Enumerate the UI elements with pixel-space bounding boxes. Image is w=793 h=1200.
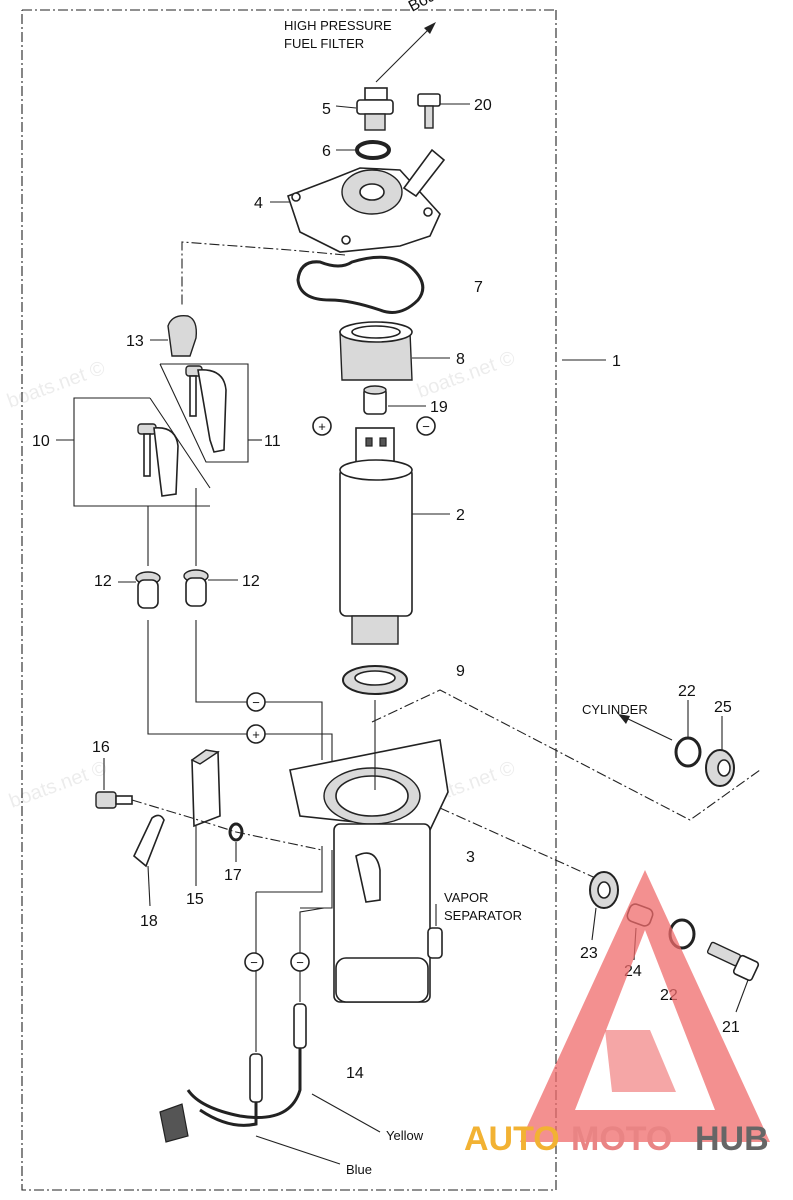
- destination-arrowhead: [424, 22, 436, 34]
- label-part-18: 18: [140, 913, 158, 930]
- label-part-6: 6: [322, 143, 331, 160]
- label-part-22a: 22: [678, 683, 696, 700]
- part-10-harness: [137, 423, 179, 497]
- label-part-8: 8: [456, 351, 465, 368]
- polarity-minus-c: [244, 952, 264, 972]
- bracket-diagonal: [149, 397, 211, 489]
- label-part-25: 25: [714, 699, 732, 716]
- part-8-housing: [339, 321, 413, 381]
- label-cylinder: CYLINDER: [582, 702, 648, 717]
- label-vapor-2: SEPARATOR: [444, 908, 522, 923]
- polarity-minus-b-text: −: [252, 695, 260, 710]
- polarity-minus-a: [416, 416, 436, 436]
- part-6-oring: [355, 140, 391, 160]
- polarity-minus-a-text: −: [422, 419, 430, 434]
- label-part-20: 20: [474, 97, 492, 114]
- label-wire-blue: Blue: [346, 1162, 372, 1177]
- label-part-5: 5: [322, 101, 331, 118]
- logo-text-hub: HUB: [695, 1120, 769, 1158]
- part-23-grommet: [589, 871, 619, 909]
- part-12a-connector: [135, 571, 161, 609]
- part-7-gasket: [296, 255, 425, 314]
- diagram-frame: [21, 10, 557, 1191]
- label-part-7: 7: [474, 279, 483, 296]
- part-4-cover: [286, 148, 446, 253]
- logo-text-moto: MOTO: [571, 1120, 672, 1158]
- leader-yellow: [311, 1093, 381, 1133]
- header-cut-text: Boa: [406, 0, 439, 16]
- label-part-21: 21: [722, 1019, 740, 1036]
- part-11-harness: [185, 365, 227, 453]
- part-14-harness: [159, 1003, 307, 1143]
- bracket-10: [73, 397, 210, 507]
- part-5-fitting: [356, 87, 394, 131]
- logo-text-auto: AUTO: [464, 1120, 560, 1158]
- destination-line1: HIGH PRESSURE: [284, 18, 392, 33]
- polarity-plus-b: [246, 724, 266, 744]
- wire-route-plus: [147, 620, 333, 770]
- polarity-minus-d-text: −: [296, 955, 304, 970]
- part-12b-connector: [183, 569, 209, 607]
- label-part-13: 13: [126, 333, 144, 350]
- polarity-minus-d: [290, 952, 310, 972]
- part-20-bolt: [417, 93, 441, 129]
- part-16-bolt: [95, 791, 133, 809]
- destination-arrow: [375, 25, 433, 83]
- polarity-minus-c-text: −: [250, 955, 258, 970]
- part-21-bolt: [706, 941, 760, 982]
- label-part-12b: 12: [242, 573, 260, 590]
- label-part-12a: 12: [94, 573, 112, 590]
- watermark-1: boats.net ©: [4, 357, 108, 413]
- label-part-3: 3: [466, 849, 475, 866]
- polarity-minus-b: [246, 692, 266, 712]
- label-part-4: 4: [254, 195, 263, 212]
- part-15-bracket: [190, 749, 221, 828]
- logo-inner-mark: [605, 1030, 676, 1092]
- cylinder-arrow: [621, 715, 673, 741]
- leader-16-17: [131, 799, 323, 851]
- leader-18: [147, 865, 151, 907]
- part-13-clip: [167, 315, 198, 357]
- watermark-2: boats.net ©: [414, 347, 518, 403]
- label-part-11: 11: [264, 433, 281, 450]
- leader-cylinder: [371, 689, 761, 821]
- leader-21: [735, 979, 749, 1013]
- wire-14-route-a: [256, 846, 323, 893]
- label-part-17: 17: [224, 867, 242, 884]
- part-3-tank: [289, 739, 449, 1003]
- label-part-14: 14: [346, 1065, 364, 1082]
- leader-23: [439, 807, 601, 881]
- wire-14-route-b: [300, 850, 333, 909]
- leader-blue: [255, 1135, 341, 1165]
- label-part-2: 2: [456, 507, 465, 524]
- part-22a-washer: [674, 736, 702, 768]
- label-wire-yellow: Yellow: [386, 1128, 424, 1143]
- leader-23-label: [591, 907, 597, 941]
- cylinder-arrowhead: [618, 714, 630, 724]
- part-2-fuel-pump: [339, 427, 413, 645]
- bracket-11: [159, 363, 249, 463]
- leader-cover-13: [181, 241, 346, 306]
- destination-line2: FUEL FILTER: [284, 36, 364, 51]
- logo-triangle: [520, 870, 770, 1142]
- part-9-seal: [342, 665, 408, 695]
- label-part-15: 15: [186, 891, 204, 908]
- polarity-plus-a-text: +: [318, 419, 326, 434]
- label-part-10: 10: [32, 433, 50, 450]
- leader-5: [335, 105, 357, 109]
- label-vapor-1: VAPOR: [444, 890, 489, 905]
- label-part-9: 9: [456, 663, 465, 680]
- automotohub-logo: AUTO MOTO HUB: [464, 870, 770, 1158]
- part-18-lead: [133, 814, 165, 868]
- label-part-16: 16: [92, 739, 110, 756]
- polarity-plus-b-text: +: [252, 727, 260, 742]
- part-19-plug: [363, 385, 387, 415]
- part-25-grommet: [705, 749, 735, 787]
- label-part-1: 1: [612, 353, 621, 370]
- polarity-plus-a: [312, 416, 332, 436]
- label-part-19: 19: [430, 399, 448, 416]
- label-part-23: 23: [580, 945, 598, 962]
- wire-14-b: [299, 907, 325, 1002]
